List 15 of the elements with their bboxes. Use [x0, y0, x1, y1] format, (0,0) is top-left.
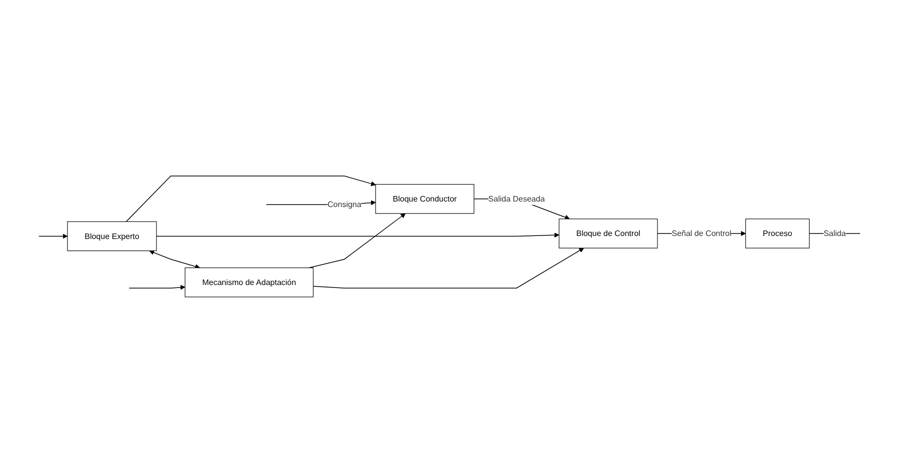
node-box: Mecanismo de Adaptación: [184, 268, 314, 298]
node-box: Bloque Experto: [67, 221, 157, 252]
node-box: Bloque Conductor: [375, 184, 474, 214]
node-box: Proceso: [745, 218, 810, 248]
arrow: [38, 234, 68, 239]
arrow: [149, 250, 200, 269]
arrow: [128, 284, 186, 290]
edge-label: Consigna: [328, 200, 362, 209]
edge-label: Salida Deseada: [488, 194, 545, 204]
arrow: [312, 248, 584, 288]
arrow: [156, 232, 560, 238]
node-box: Bloque de Control: [558, 218, 658, 248]
edge-label: Señal de Control: [672, 228, 732, 238]
arrow: [308, 213, 406, 268]
edge-label: Salida: [824, 228, 846, 238]
